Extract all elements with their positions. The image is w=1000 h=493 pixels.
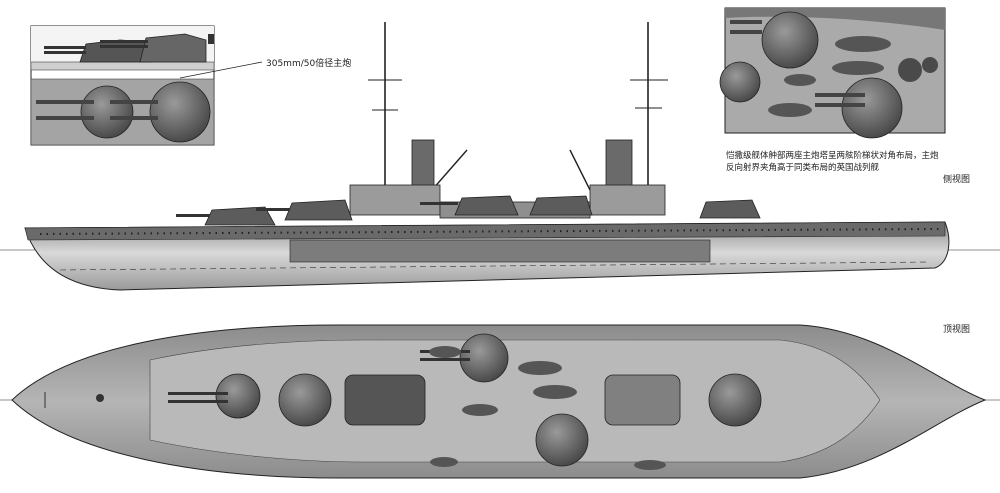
side-view-ship [0, 22, 1000, 291]
side-view-label: 侧视图 [943, 175, 971, 185]
main-gun-caption: 305mm/50倍径主炮 [266, 59, 352, 69]
inset-right-deck-detail [719, 7, 946, 139]
inset-left-gun-detail [30, 25, 263, 146]
top-view-ship [0, 324, 1000, 479]
turret-layout-note: 恺撒级舰体舯部两座主炮塔呈两舷阶梯状对角布局，主炮反向射界夹角高于同类布局的英国… [726, 151, 939, 173]
top-view-label: 顶视图 [943, 325, 971, 335]
